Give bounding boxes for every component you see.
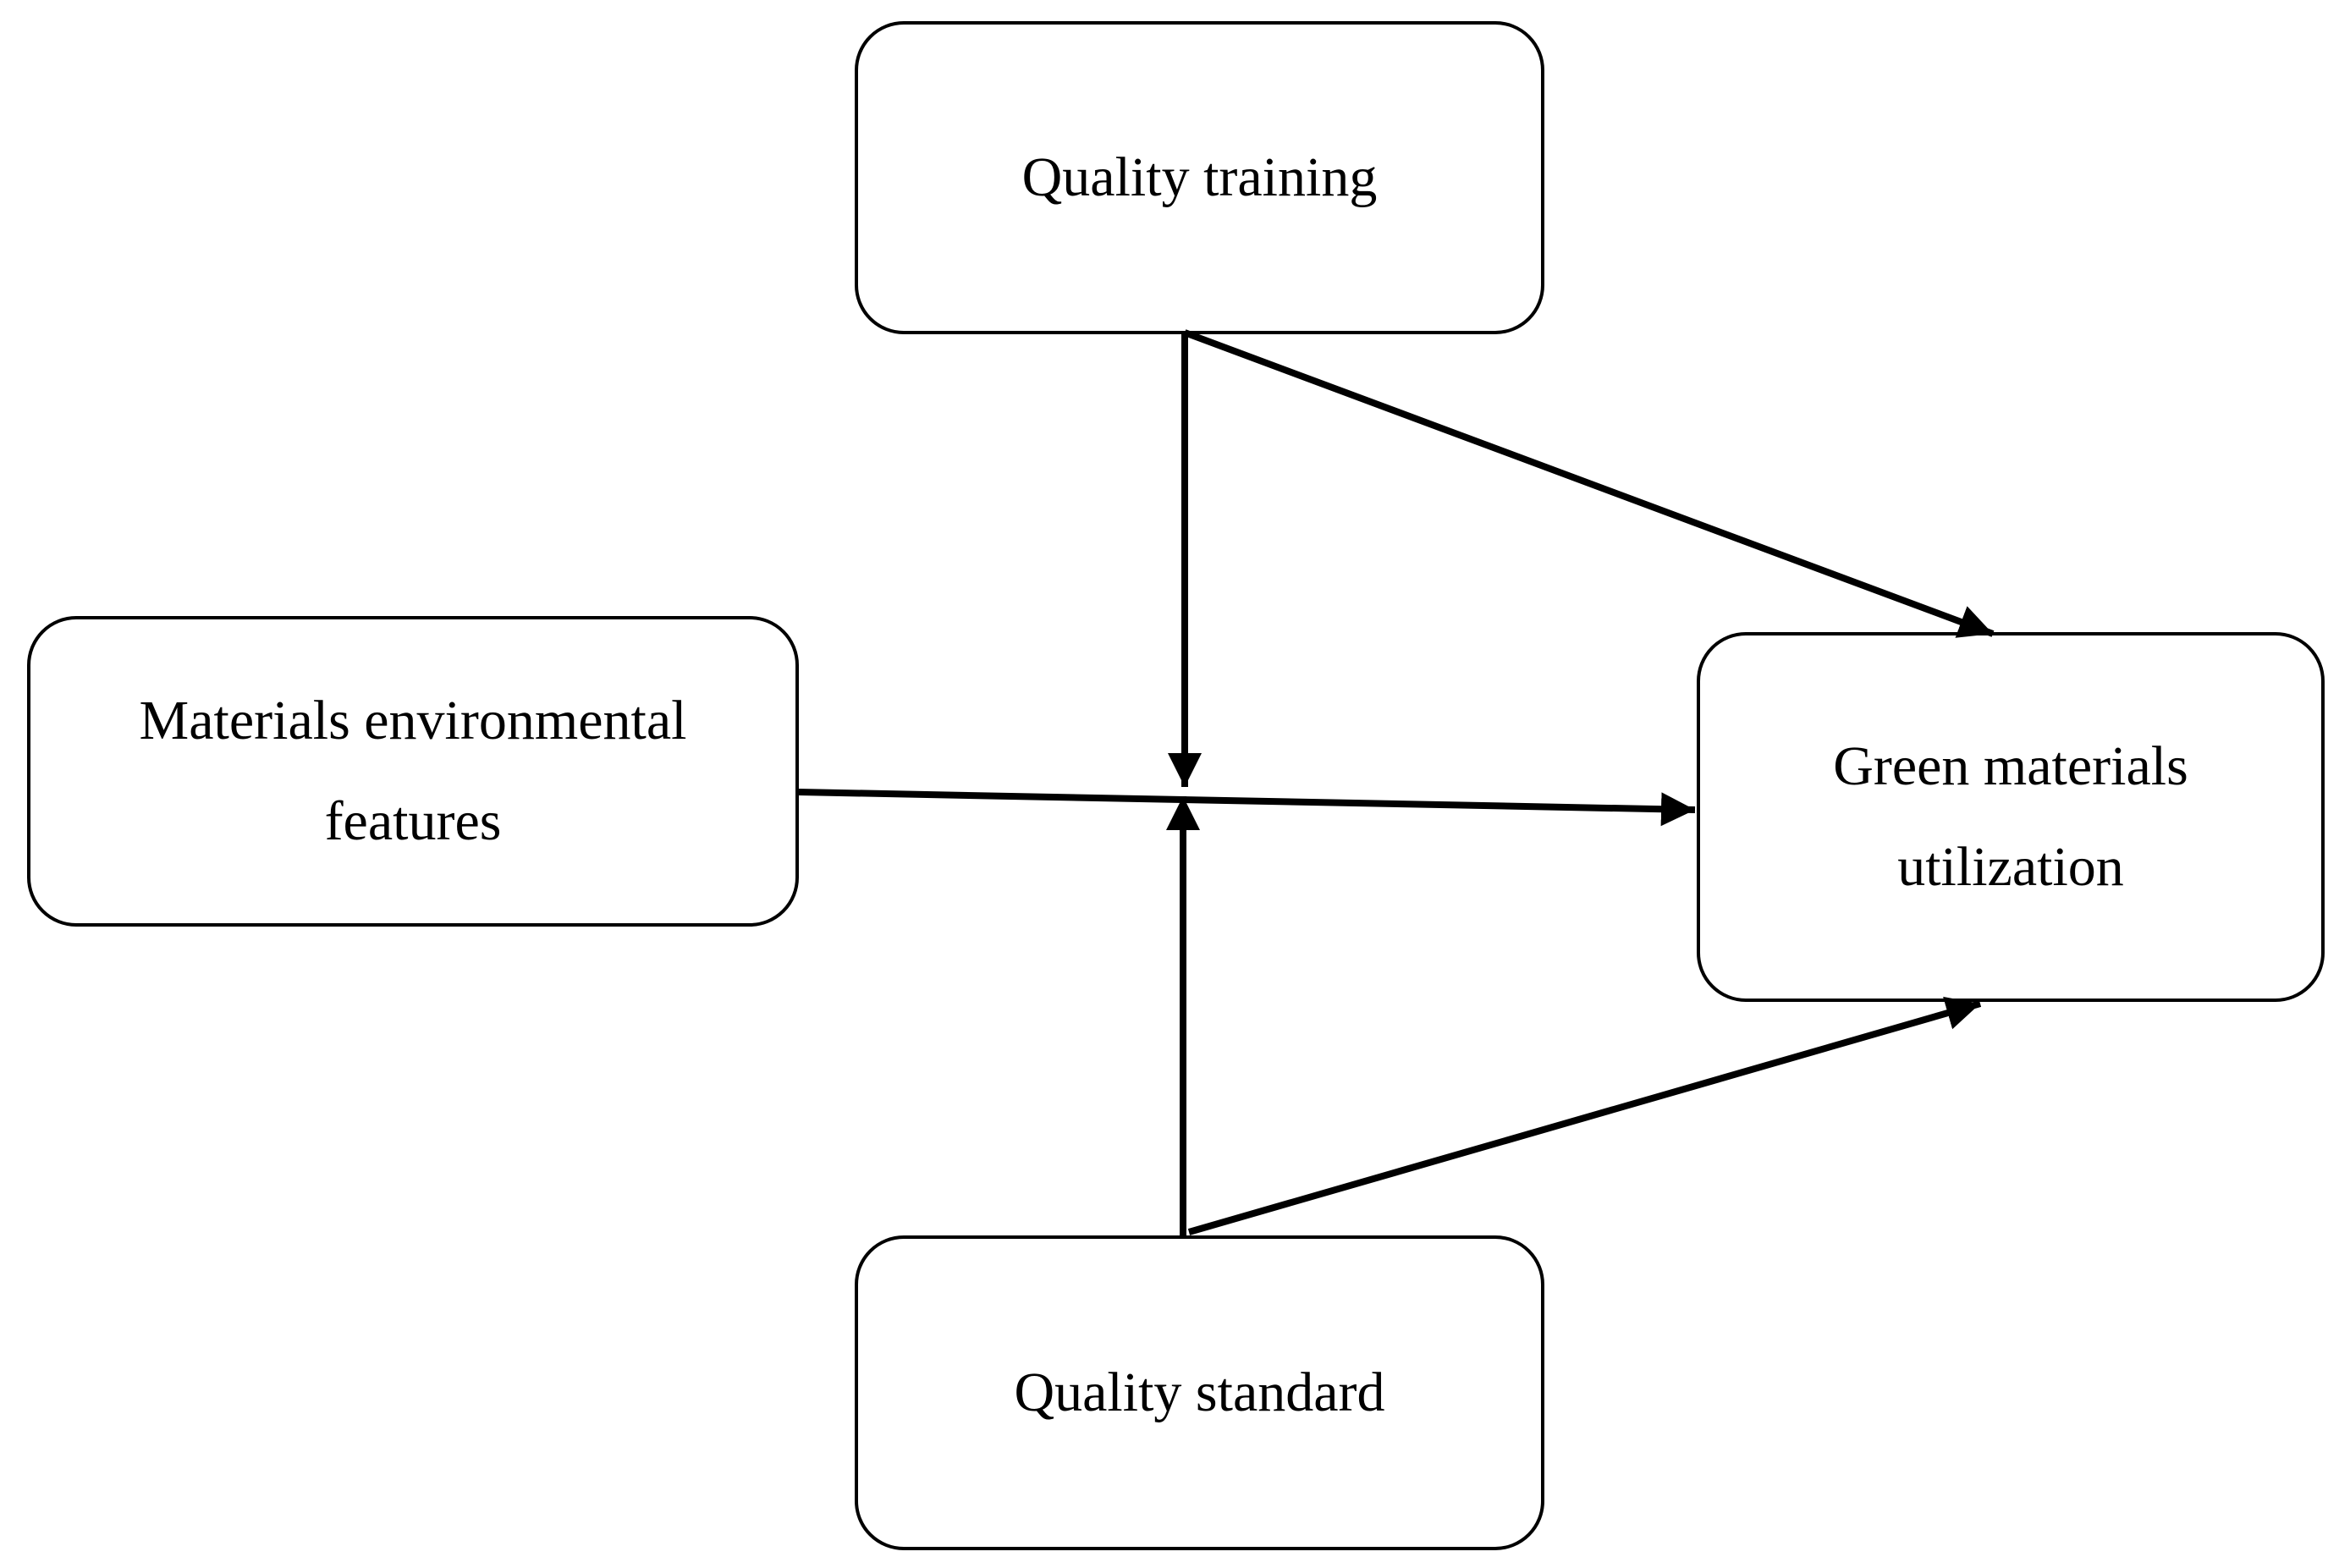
node-materials-environmental-features-label: Materials environmental features	[139, 689, 687, 852]
node-quality-standard-label: Quality standard	[1014, 1361, 1385, 1423]
node-green-materials-utilization: Green materials utilization	[1697, 632, 2325, 1002]
arrow-quality-standard-to-green-materials	[1187, 996, 1982, 1235]
arrow-materials-env-to-green-materials	[798, 789, 1696, 827]
node-quality-standard: Quality standard	[855, 1235, 1544, 1550]
node-quality-training-label: Quality training	[1021, 146, 1378, 208]
node-green-materials-utilization-label: Green materials utilization	[1833, 734, 2188, 898]
node-materials-environmental-features: Materials environmental features	[27, 616, 799, 927]
node-quality-training: Quality training	[855, 21, 1544, 334]
arrow-quality-training-to-green-materials	[1183, 329, 1995, 638]
